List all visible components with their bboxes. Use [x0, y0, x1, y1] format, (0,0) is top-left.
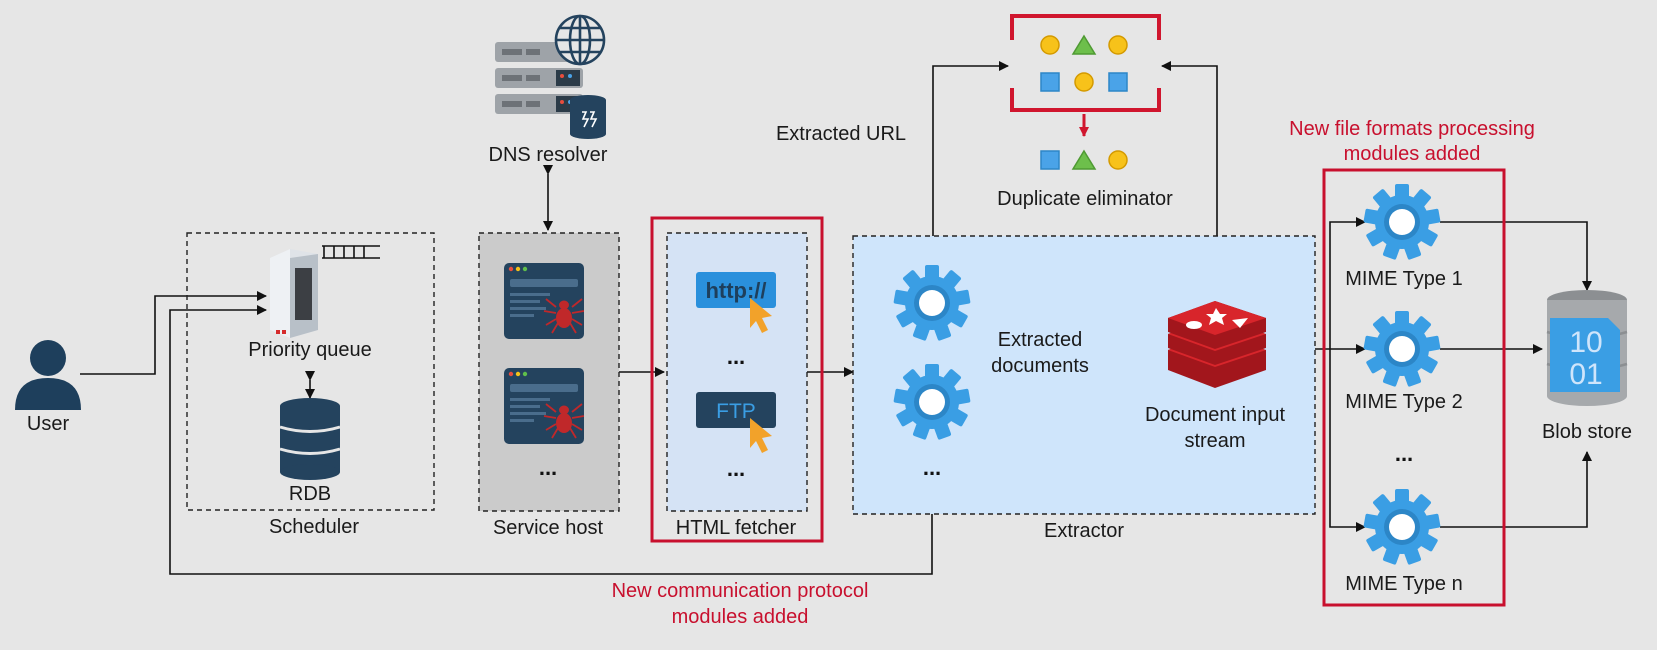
mime-modules-group: MIME Type 1 MIME Type 2 ... MIME Type n [1322, 168, 1506, 607]
server-rack-icon [270, 249, 318, 338]
blob-store-node: 10 01 Blob store [1542, 290, 1632, 443]
extractor-ellipsis: ... [923, 455, 941, 480]
extractor-group: ... Extracted documents Document input s… [852, 235, 1316, 542]
priority-queue-label: Priority queue [248, 339, 371, 361]
http-icon-text: http:// [705, 278, 766, 303]
new-file-formats-note-line1: New file formats processing [1289, 118, 1535, 140]
extracted-url-label: Extracted URL [776, 123, 906, 145]
new-file-formats-highlight-box [1322, 168, 1506, 607]
arrow-mime-branch-n [1329, 349, 1366, 532]
ftp-icon-text: FTP [716, 400, 756, 423]
gear-icon [1363, 184, 1441, 261]
user-node: User [15, 340, 81, 435]
mime-type-2-label: MIME Type 2 [1345, 391, 1462, 413]
scheduler-group: Priority queue RDB Scheduler [186, 232, 435, 538]
ftp-link-icon: FTP [696, 392, 776, 453]
document-input-stream-label-line1: Document input [1145, 404, 1286, 426]
arrow-extractor-url-dedupe [928, 61, 1009, 271]
arrow-dedupe-stream [1161, 61, 1222, 305]
redis-stream-icon [1168, 301, 1266, 388]
user-label: User [27, 413, 70, 435]
blob-store-label: Blob store [1542, 421, 1632, 443]
document-input-stream-label-line2: stream [1184, 430, 1245, 452]
shape-dedupe-icon [1040, 34, 1128, 92]
rdb-label: RDB [289, 483, 331, 505]
service-host-ellipsis: ... [539, 455, 557, 480]
blob-digits-bottom: 01 [1569, 358, 1602, 391]
dns-resolver-node: DNS resolver [489, 14, 608, 166]
html-fetcher-label: HTML fetcher [676, 517, 797, 539]
scheduler-box [186, 232, 435, 511]
new-protocol-note-line2: modules added [672, 606, 809, 628]
crawler-window-icon [504, 368, 584, 444]
mime-type-1-label: MIME Type 1 [1345, 268, 1462, 290]
blob-database-icon: 10 01 [1546, 290, 1628, 406]
blob-digits-top: 10 [1569, 326, 1602, 359]
unique-shapes-icon [1040, 149, 1128, 170]
html-fetcher-group: http:// ... FTP ... HTML fetcher [650, 216, 824, 543]
gear-icon [1363, 311, 1441, 388]
database-small-icon [570, 95, 606, 139]
extracted-documents-label-line2: documents [991, 355, 1089, 377]
html-fetcher-ellipsis-2: ... [727, 456, 745, 481]
new-protocol-note-line1: New communication protocol [612, 580, 869, 602]
queue-icon [322, 245, 380, 259]
service-host-group: ... Service host [478, 232, 620, 539]
dedupe-bracket-icon [1010, 14, 1161, 112]
arrow-mimen-to-blob [1440, 451, 1592, 528]
html-fetcher-ellipsis-1: ... [727, 344, 745, 369]
scheduler-label: Scheduler [269, 516, 359, 538]
crawler-window-icon [504, 263, 584, 339]
duplicate-eliminator-label: Duplicate eliminator [997, 188, 1173, 210]
dns-resolver-label: DNS resolver [489, 144, 608, 166]
arrow-mime1-to-blob [1440, 221, 1592, 291]
new-file-formats-note-line2: modules added [1344, 143, 1481, 165]
extractor-label: Extractor [1044, 520, 1124, 542]
arrow-extractor-feedback-to-queue [169, 305, 933, 575]
database-icon [279, 398, 341, 480]
duplicate-eliminator-node: Duplicate eliminator [997, 14, 1173, 210]
service-host-label: Service host [493, 517, 603, 539]
gear-icon [1363, 489, 1441, 566]
extracted-documents-label-line1: Extracted [998, 329, 1082, 351]
new-protocol-highlight-box [650, 216, 824, 543]
mime-type-n-label: MIME Type n [1345, 573, 1462, 595]
http-link-icon: http:// [696, 272, 776, 333]
mime-ellipsis: ... [1395, 441, 1413, 466]
globe-icon [554, 14, 606, 66]
user-icon [15, 340, 81, 410]
arrow-mime-branch-1 [1329, 217, 1366, 349]
arrow-user-to-queue [80, 291, 267, 375]
